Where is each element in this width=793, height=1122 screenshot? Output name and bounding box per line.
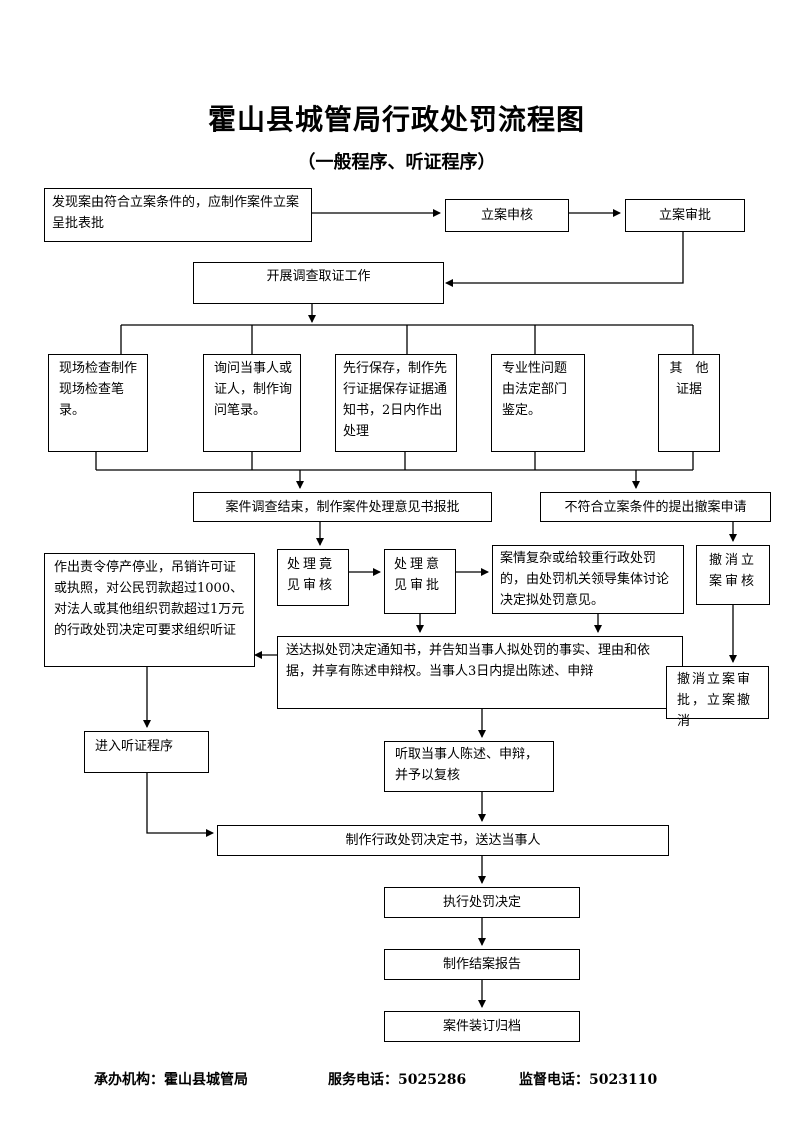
withdraw-review-box: 撤消立案审核 xyxy=(696,545,770,605)
closing-report-box: 制作结案报告 xyxy=(384,949,580,980)
hearing-right-box: 作出责令停产停业，吊销许可证或执照，对公民罚款超过1000、对法人或其他组织罚款… xyxy=(44,553,255,667)
opinion-review-box: 处理竟见审核 xyxy=(277,549,349,606)
footer-supervision-phone: 监督电话：5023110 xyxy=(519,1072,658,1088)
page-subtitle: （一般程序、听证程序） xyxy=(297,152,496,173)
collective-decision-box: 案情复杂或给较重行政处罚的，由处罚机关领导集体讨论决定拟处罚意见。 xyxy=(492,545,684,614)
footer-service-phone: 服务电话：5025286 xyxy=(328,1072,467,1088)
other-evidence-box: 其 他证据 xyxy=(658,354,720,452)
evidence-preserve-box: 先行保存，制作先行证据保存证据通知书，2日内作出处理 xyxy=(335,354,457,452)
notify-box: 送达拟处罚决定通知书，并告知当事人拟处罚的事实、理由和依据，并享有陈述申辩权。当… xyxy=(277,636,683,709)
case-review-box: 立案申核 xyxy=(445,199,569,232)
withdraw-apply-box: 不符合立案条件的提出撤案申请 xyxy=(540,492,771,522)
page-title: 霍山县城管局行政处罚流程图 xyxy=(207,103,585,136)
execute-box: 执行处罚决定 xyxy=(384,887,580,918)
decision-box: 制作行政处罚决定书，送达当事人 xyxy=(217,825,669,856)
withdraw-approve-box: 撤消立案审批，立案撤消 xyxy=(666,666,769,729)
case-approve-box: 立案审批 xyxy=(625,199,745,232)
discover-case-box: 发现案由符合立案条件的，应制作案件立案呈批表批 xyxy=(44,188,312,242)
footer-organization: 承办机构：霍山县城管局 xyxy=(94,1072,248,1088)
investigation-end-box: 案件调查结束，制作案件处理意见书报批 xyxy=(193,492,492,522)
archive-box: 案件装订归档 xyxy=(384,1011,580,1042)
opinion-approve-box: 处理意见审批 xyxy=(384,549,456,614)
listen-defense-box: 听取当事人陈述、申辩，并予以复核 xyxy=(384,741,554,792)
expert-appraisal-box: 专业性问题由法定部门鉴定。 xyxy=(491,354,585,452)
enter-hearing-box: 进入听证程序 xyxy=(84,731,209,773)
onsite-inspection-box: 现场检查制作现场检查笔录。 xyxy=(48,354,148,452)
investigation-box: 开展调查取证工作 xyxy=(193,262,444,304)
inquiry-box: 询问当事人或证人，制作询问笔录。 xyxy=(203,354,301,452)
